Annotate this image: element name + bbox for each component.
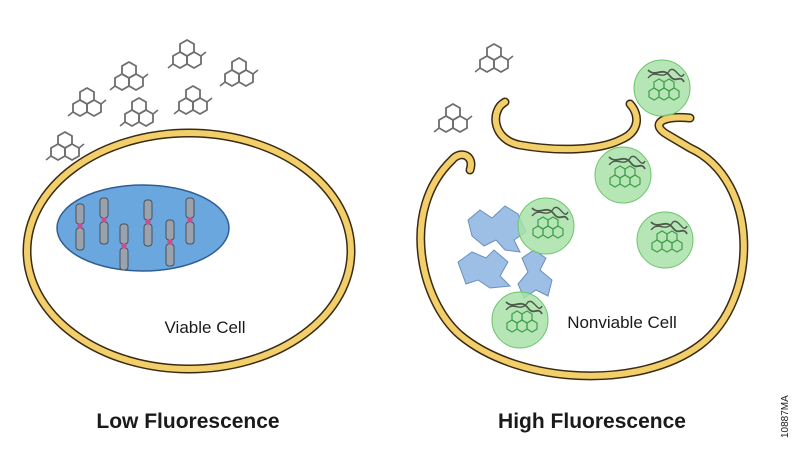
stained-dna [491,59,694,349]
dye-molecule-icon [474,43,514,73]
dye-molecule-icon [109,61,149,91]
low-fluorescence-caption: Low Fluorescence [96,410,279,433]
nonviable-cell-group: Nonviable Cell High Fluorescence [416,43,749,433]
dye-molecule-icon [219,57,259,87]
stained-dna-icon [594,146,652,204]
dna-fragment [517,249,553,299]
high-fluorescence-caption: High Fluorescence [498,410,686,433]
dye-molecule-icon [119,97,159,127]
dye-molecules-outside-viable [45,39,259,161]
nonviable-cell-label: Nonviable Cell [567,313,677,332]
nonviable-cell-membrane [416,97,749,381]
dye-molecule-icon [173,85,213,115]
stained-dna-icon [636,211,694,269]
stained-dna-icon [517,197,575,255]
dna-fragment [467,205,527,253]
dna-fragments [457,205,553,299]
dye-molecule-icon [67,87,107,117]
dna-fragment [457,249,512,289]
dye-molecule-icon [167,39,207,69]
dye-molecules-outside-nonviable [433,43,514,133]
viable-cell-group: Viable Cell Low Fluorescence [22,39,356,433]
viable-cell-label: Viable Cell [165,318,246,337]
stained-dna-icon [633,59,691,117]
stained-dna-icon [491,291,549,349]
dye-molecule-icon [45,131,85,161]
figure-code: 10887MA [780,395,791,438]
viable-cell-membrane [24,130,354,372]
dye-molecule-icon [433,103,473,133]
